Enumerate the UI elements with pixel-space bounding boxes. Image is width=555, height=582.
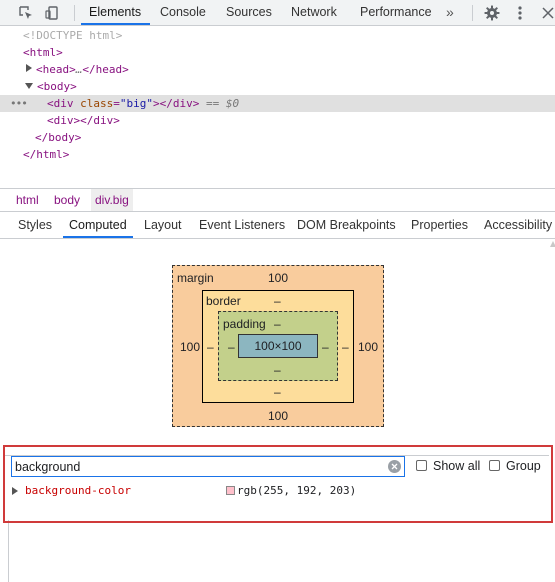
vertical-scrollbar[interactable]	[549, 239, 555, 582]
tab-accessibility[interactable]: Accessibility	[484, 218, 553, 232]
margin-bottom-value[interactable]: 100	[268, 409, 289, 423]
border-right-value[interactable]: –	[342, 340, 349, 354]
margin-label: margin	[177, 271, 214, 285]
margin-right-value[interactable]: 100	[358, 340, 379, 354]
tab-elements[interactable]: Elements	[80, 0, 151, 25]
dom-node-body-close[interactable]: </body>	[35, 131, 82, 144]
expand-triangle-icon[interactable]	[26, 64, 32, 72]
devtools-toolbar: Elements Console Sources Network Perform…	[0, 0, 555, 26]
clear-filter-icon[interactable]	[388, 460, 401, 473]
expand-property-triangle-icon[interactable]	[12, 484, 22, 498]
close-icon[interactable]	[540, 0, 555, 25]
dom-node-div[interactable]: <div></div>	[47, 114, 120, 127]
filter-input[interactable]	[15, 457, 375, 476]
border-bottom-value[interactable]: –	[274, 385, 281, 399]
tab-properties[interactable]: Properties	[411, 218, 468, 232]
filter-field	[11, 456, 405, 477]
dom-node-html[interactable]: <html>	[23, 46, 63, 59]
breadcrumb-div-big[interactable]: div.big	[91, 189, 133, 211]
scroll-up-arrow-icon[interactable]	[550, 241, 555, 247]
node-actions-ellipsis-icon[interactable]: •••	[10, 97, 28, 110]
color-swatch[interactable]	[226, 486, 235, 495]
more-tabs-chevron-icon[interactable]: »	[446, 4, 454, 20]
dom-node-body[interactable]: <body>	[25, 78, 77, 95]
panel-divider	[8, 520, 9, 582]
sidebar-tabs: Styles Computed Layout Event Listeners D…	[0, 212, 555, 239]
tab-dom-breakpoints[interactable]: DOM Breakpoints	[297, 218, 396, 232]
box-model-content[interactable]: 100×100	[238, 334, 318, 358]
toolbar-separator	[74, 5, 75, 21]
dom-node-html-close[interactable]: </html>	[23, 148, 70, 161]
border-left-value[interactable]: –	[207, 340, 214, 354]
breadcrumb: html body div.big	[0, 188, 555, 212]
dom-tree: <!DOCTYPE html> <html> <head>…</head> <b…	[0, 27, 555, 187]
kebab-menu-icon[interactable]	[509, 0, 531, 25]
tab-layout[interactable]: Layout	[144, 218, 182, 232]
tab-network[interactable]: Network	[291, 5, 337, 19]
tab-styles[interactable]: Styles	[18, 218, 53, 232]
inspect-element-icon[interactable]	[15, 0, 37, 25]
filter-highlight-frame	[3, 445, 553, 523]
padding-right-value[interactable]: –	[322, 340, 329, 354]
padding-top-value[interactable]: –	[274, 317, 281, 331]
collapse-triangle-icon[interactable]	[25, 83, 33, 89]
tab-sources[interactable]: Sources	[226, 5, 272, 19]
breadcrumb-body[interactable]: body	[54, 193, 81, 207]
tab-computed[interactable]: Computed	[63, 212, 133, 238]
tab-event-listeners[interactable]: Event Listeners	[199, 218, 286, 232]
tab-performance[interactable]: Performance	[360, 5, 432, 19]
settings-gear-icon[interactable]	[481, 0, 503, 25]
toolbar-separator	[472, 5, 473, 21]
border-label: border	[206, 294, 241, 308]
show-all-label[interactable]: Show all	[433, 459, 481, 473]
margin-left-value[interactable]: 100	[180, 340, 201, 354]
padding-left-value[interactable]: –	[228, 340, 235, 354]
dom-node-div-big-selected[interactable]: ••• <div class="big"></div> == $0	[0, 95, 555, 112]
dom-node-head[interactable]: <head>…</head>	[26, 61, 129, 78]
margin-top-value[interactable]: 100	[268, 271, 289, 285]
breadcrumb-html[interactable]: html	[16, 193, 39, 207]
padding-label: padding	[223, 317, 266, 331]
show-all-checkbox[interactable]	[416, 460, 427, 471]
tab-console[interactable]: Console	[160, 5, 206, 19]
group-checkbox[interactable]	[489, 460, 500, 471]
computed-property-name[interactable]: background-color	[25, 484, 131, 497]
padding-bottom-value[interactable]: –	[274, 363, 281, 377]
device-toggle-icon[interactable]	[41, 0, 63, 25]
group-label[interactable]: Group	[506, 459, 541, 473]
border-top-value[interactable]: –	[274, 294, 281, 308]
computed-property-value[interactable]: rgb(255, 192, 203)	[237, 484, 357, 497]
filter-divider	[5, 455, 549, 456]
dom-node-doctype[interactable]: <!DOCTYPE html>	[23, 29, 123, 42]
